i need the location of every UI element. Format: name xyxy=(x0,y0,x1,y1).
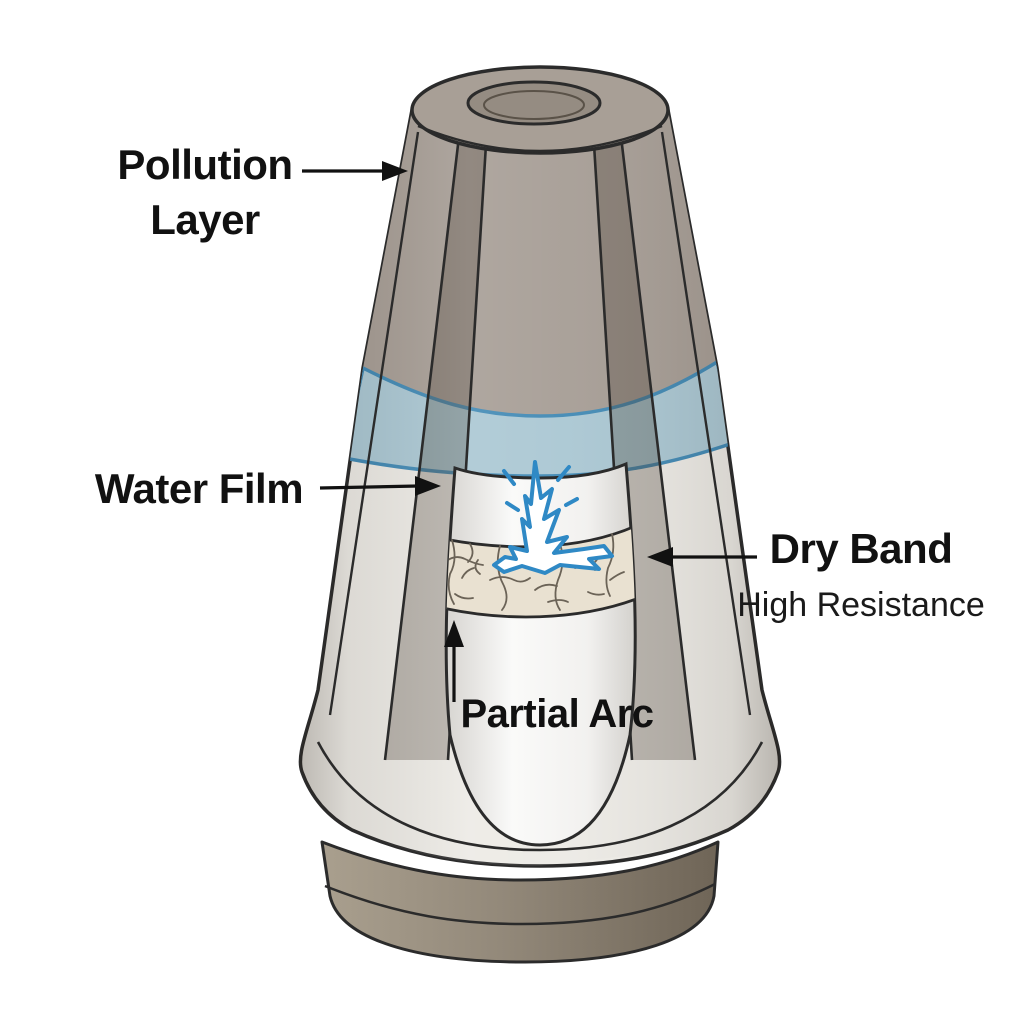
arrow-right-icon xyxy=(319,476,441,496)
water-film-label: Water Film xyxy=(94,465,304,512)
top-rim xyxy=(410,65,670,155)
dry-band-title: Dry Band xyxy=(769,525,953,572)
cone-body xyxy=(298,65,782,868)
base-pedestal xyxy=(320,840,720,964)
annotation-arrows xyxy=(302,161,757,702)
pollution-layer-label: Pollution Layer xyxy=(55,138,355,247)
arrow-right-icon xyxy=(302,161,408,181)
partial-arc-label: Partial Arc xyxy=(460,692,654,736)
dry-band-subtitle: High Resistance xyxy=(737,585,985,624)
arrow-left-icon xyxy=(647,547,757,567)
skirt-lip xyxy=(316,741,764,852)
pollution-layer-line1: Pollution xyxy=(117,141,293,188)
pollution-layer-line2: Layer xyxy=(150,195,260,243)
spark-icon xyxy=(492,460,614,575)
pin-hole xyxy=(466,80,602,126)
arrow-up-icon xyxy=(444,620,464,702)
dry-band-label: Dry Band High Resistance xyxy=(731,522,991,627)
